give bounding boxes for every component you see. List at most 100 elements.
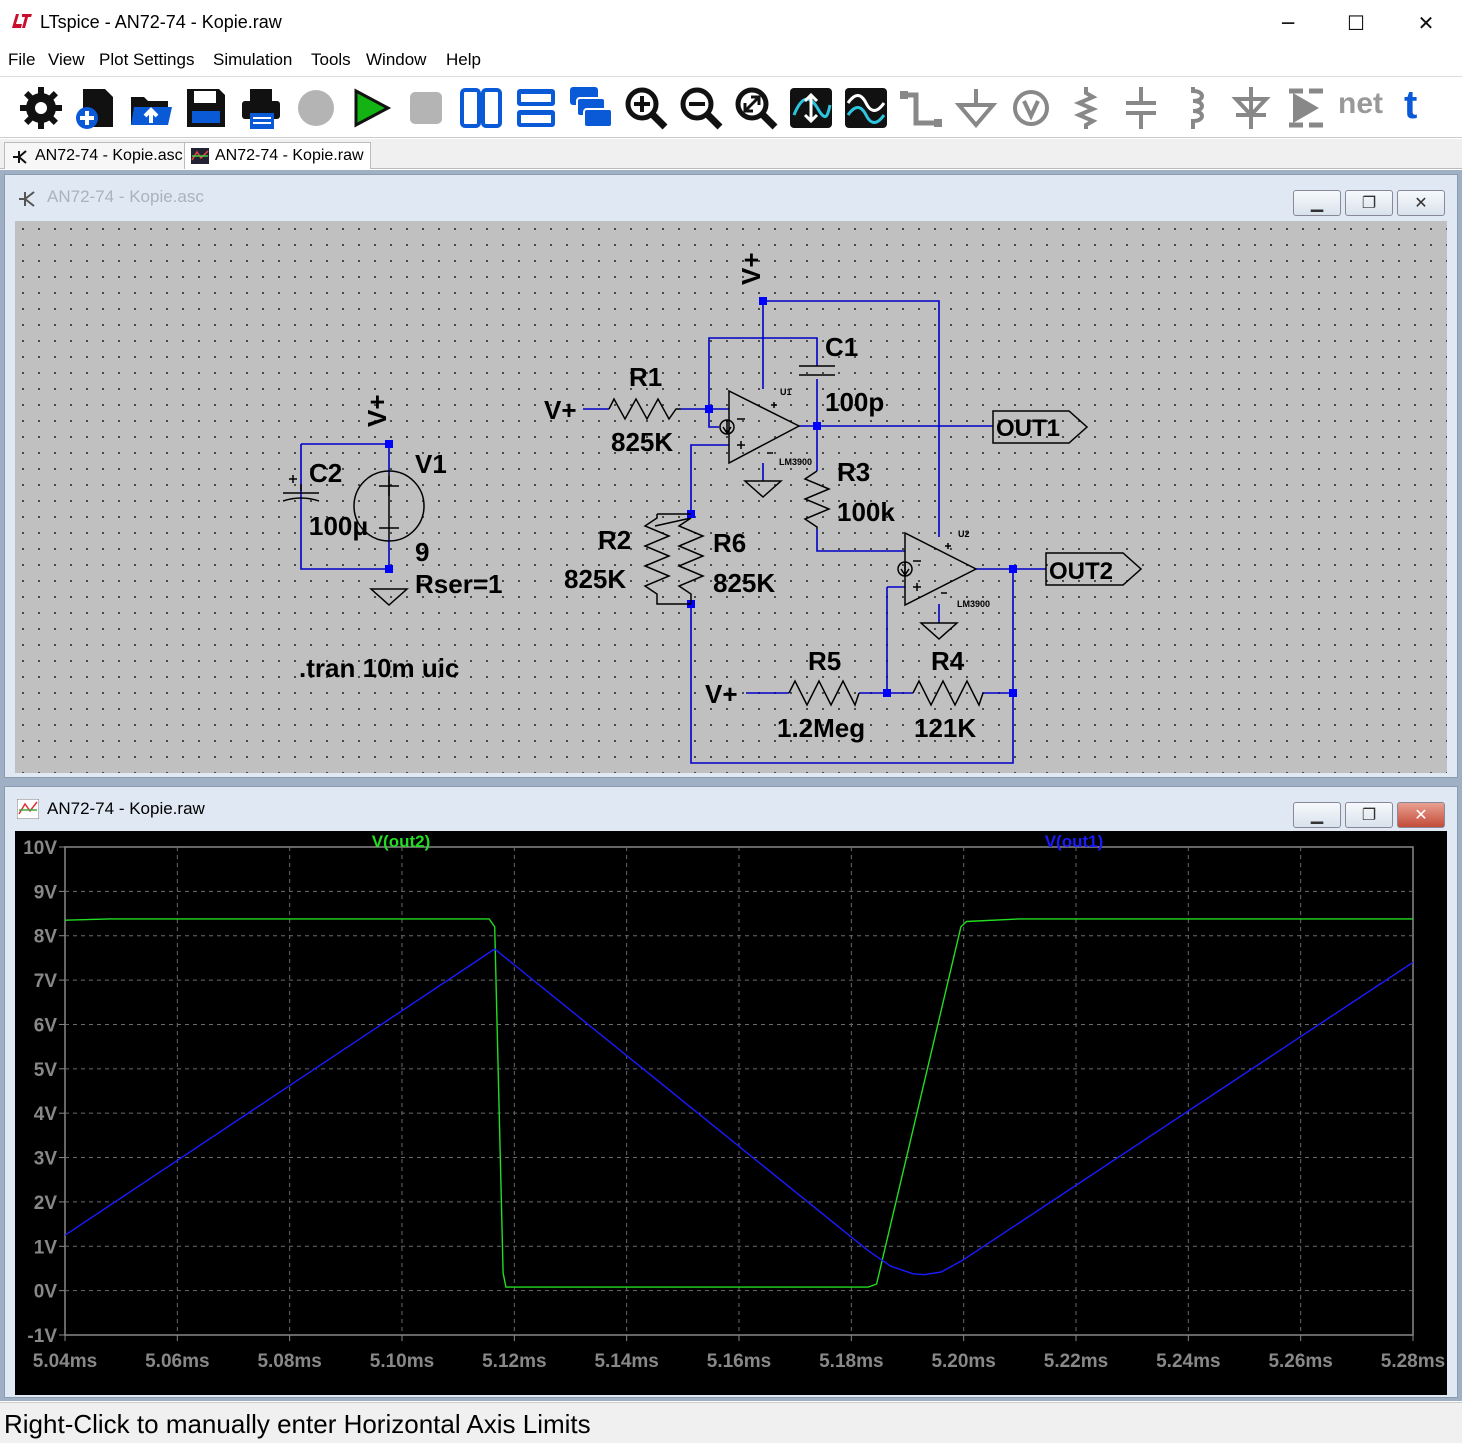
plot-minimize-button[interactable]: ▁ [1293,802,1341,828]
status-text: Right-Click to manually enter Horizontal… [4,1409,591,1439]
close-button[interactable]: ✕ [1417,11,1435,35]
x-tick-label: 5.08ms [257,1351,321,1372]
schematic-restore-button[interactable]: ❐ [1345,190,1393,216]
x-tick-label: 5.24ms [1156,1351,1220,1372]
r4-value: 121K [914,713,976,743]
r1-label: R1 [629,362,662,392]
x-tick-label: 5.18ms [819,1351,883,1372]
maximize-button[interactable]: ☐ [1347,11,1365,35]
menu-view[interactable]: View [48,50,85,69]
menu-plot-settings[interactable]: Plot Settings [99,50,195,69]
ground-icon[interactable] [953,85,999,131]
schematic-close-button[interactable]: ✕ [1397,190,1445,216]
x-tick-label: 5.22ms [1044,1351,1108,1372]
v1-rser: Rser=1 [415,569,502,599]
schematic-canvas[interactable]: V+ V+ C2 100μ V1 9 Rser=1 R1 825K V+ C1 … [15,221,1447,773]
y-tick-label: 1V [34,1237,58,1258]
resistor-icon[interactable] [1063,85,1109,131]
v1-label: V1 [415,449,447,479]
save-icon[interactable] [183,85,229,131]
plot-window-title: AN72-74 - Kopie.raw [47,799,205,818]
plot-window-icon [17,799,39,819]
x-tick-label: 5.10ms [370,1351,434,1372]
u1-part: LM3900 [779,457,812,467]
run-icon[interactable] [348,85,394,131]
x-tick-label: 5.14ms [594,1351,658,1372]
gear-icon[interactable] [18,85,64,131]
zoom-out-icon[interactable] [678,85,724,131]
tab-schematic[interactable]: AN72-74 - Kopie.asc [4,142,190,169]
u1-label: U1 [780,387,792,397]
x-tick-label: 5.26ms [1268,1351,1332,1372]
fft-icon[interactable] [843,85,889,131]
schematic-window-header[interactable]: AN72-74 - Kopie.asc ▁ ❐ ✕ [5,175,1457,217]
plot-window-header[interactable]: AN72-74 - Kopie.raw ▁ ❐ ✕ [5,787,1457,829]
component-icon[interactable] [1283,85,1329,131]
cascade-icon[interactable] [568,85,614,131]
wire-icon[interactable] [898,85,944,131]
minimize-button[interactable]: ─ [1281,11,1295,35]
x-tick-label: 5.28ms [1381,1351,1445,1372]
halt-icon[interactable] [293,85,339,131]
u2-part: LM3900 [957,599,990,609]
diode-icon[interactable] [1228,85,1274,131]
autorange-icon[interactable] [788,85,834,131]
tile-horizontal-icon[interactable] [513,85,559,131]
trace-vout2[interactable] [64,918,1413,1288]
ltspice-logo-icon [10,10,34,32]
v1-value: 9 [415,537,429,567]
print-icon[interactable] [238,85,284,131]
trace-label-out1[interactable]: V(out1) [1045,832,1104,851]
schematic-window: AN72-74 - Kopie.asc ▁ ❐ ✕ [4,174,1458,778]
r5-value: 1.2Meg [777,713,865,743]
capacitor-icon[interactable] [1118,85,1164,131]
schematic-minimize-button[interactable]: ▁ [1293,190,1341,216]
menu-simulation[interactable]: Simulation [213,50,293,69]
zoom-fit-icon[interactable] [733,85,779,131]
r6-value: 825K [713,568,775,598]
stop-icon[interactable] [403,85,449,131]
voltage-probe-icon[interactable] [1008,85,1054,131]
text-icon[interactable]: t [1404,83,1418,127]
y-tick-label: 2V [34,1193,58,1214]
x-tick-label: 5.04ms [33,1351,97,1372]
trace-vout1[interactable] [64,948,1414,1276]
y-tick-label: -1V [27,1326,57,1347]
r1-value: 825K [611,427,673,457]
c2-value: 100μ [309,511,368,541]
plot-close-button[interactable]: ✕ [1397,802,1445,828]
schematic-window-icon [19,191,35,207]
menu-window[interactable]: Window [366,50,427,69]
zoom-in-icon[interactable] [623,85,669,131]
menu-help[interactable]: Help [446,50,481,69]
menu-file[interactable]: File [8,50,36,69]
menu-bar: File View Plot Settings Simulation Tools… [0,46,1462,74]
r6-label: R6 [713,528,746,558]
menu-tools[interactable]: Tools [311,50,351,69]
tab-waveform-label: AN72-74 - Kopie.raw [215,147,364,164]
tab-waveform[interactable]: AN72-74 - Kopie.raw [184,142,371,169]
x-tick-label: 5.16ms [707,1351,771,1372]
title-bar: LTspice - AN72-74 - Kopie.raw ─ ☐ ✕ [0,0,1462,46]
open-icon[interactable] [128,85,174,131]
spice-directive[interactable]: .tran 10m uic [299,653,459,683]
out2-label: OUT2 [1049,558,1113,585]
u2-label: U2 [958,529,970,539]
y-tick-label: 7V [34,971,58,992]
tab-schematic-label: AN72-74 - Kopie.asc [35,147,183,164]
inductor-icon[interactable] [1173,85,1219,131]
y-tick-label: 10V [23,838,57,859]
plot-restore-button[interactable]: ❐ [1345,802,1393,828]
y-tick-label: 4V [34,1104,58,1125]
new-schematic-icon[interactable] [73,85,119,131]
trace-label-out2[interactable]: V(out2) [372,832,431,851]
y-tick-label: 3V [34,1149,58,1170]
tile-vertical-icon[interactable] [458,85,504,131]
net-label-icon[interactable]: net [1338,87,1383,120]
x-tick-label: 5.12ms [482,1351,546,1372]
toolbar: net t [0,76,1462,138]
y-tick-label: 6V [34,1015,58,1036]
